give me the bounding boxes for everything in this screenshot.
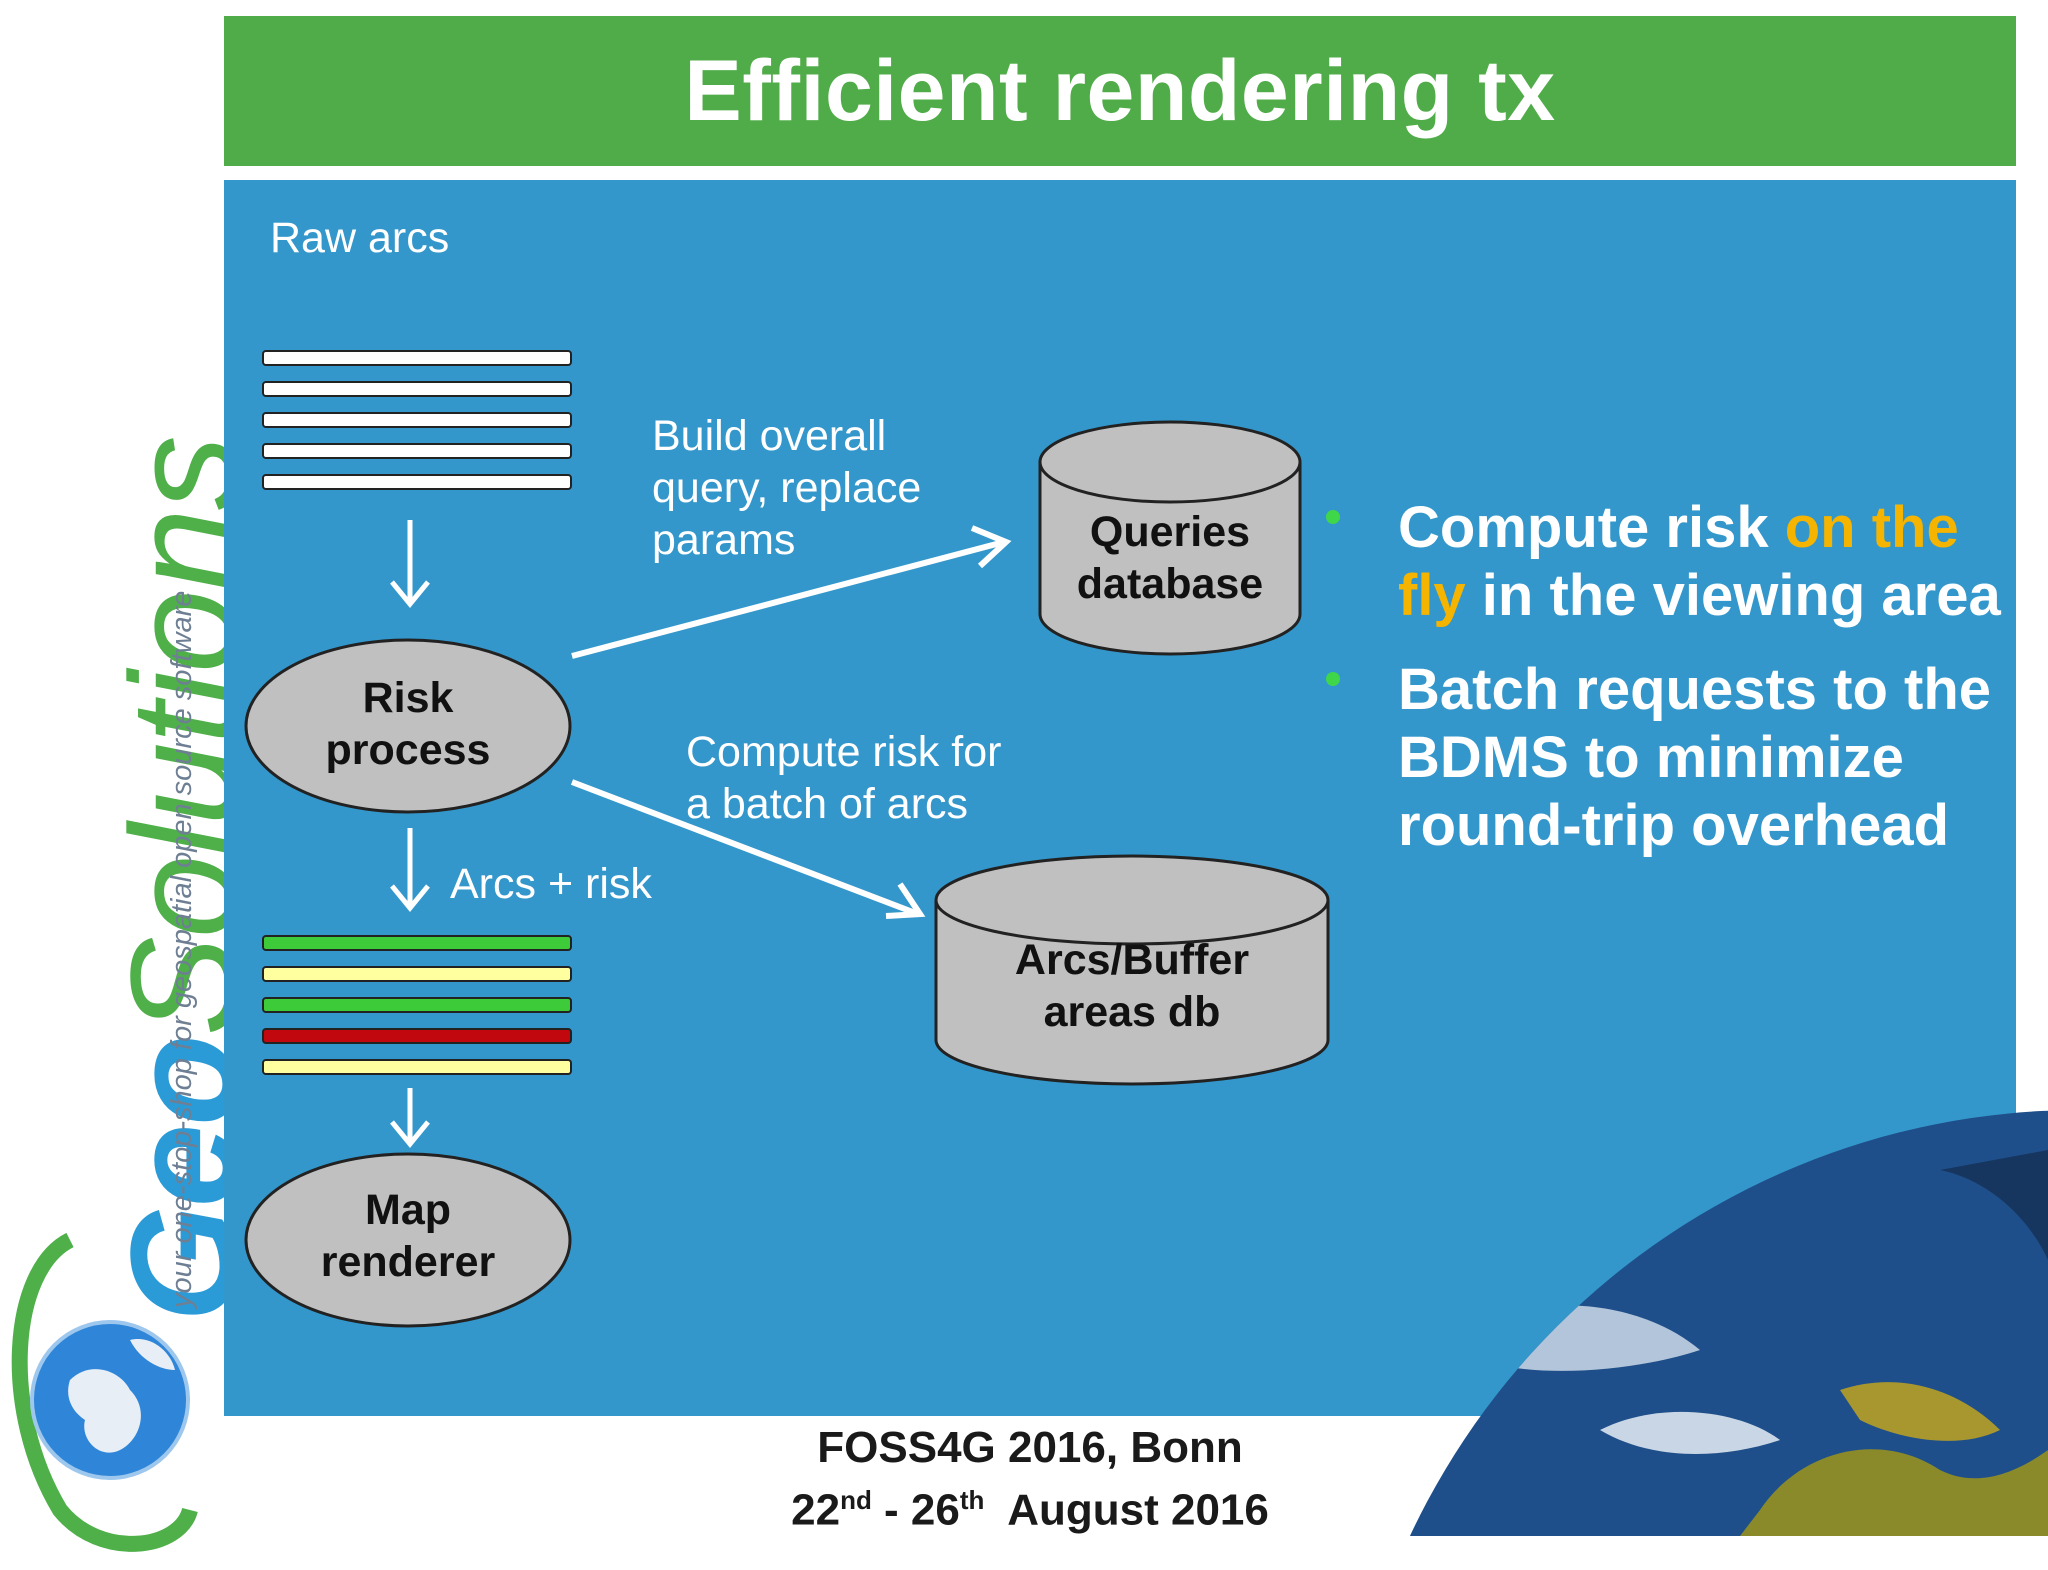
bullet-dot — [1326, 510, 1340, 524]
queries-db-line-1: Queries — [1089, 508, 1251, 556]
earth-corner-image — [1340, 1110, 2048, 1536]
arcs-db-line-2: areas db — [1043, 988, 1221, 1036]
footer-date-start-suffix: nd — [840, 1485, 872, 1515]
compute-batch-line-1: Compute risk for — [686, 728, 1002, 776]
footer-date-end: - 26 — [871, 1485, 960, 1535]
arrow-risk-to-arcsdb — [570, 779, 926, 919]
arcs-db-label: Arcs/Buffer areas db — [936, 934, 1328, 1038]
bullet-item: Batch requests to the BDMS to minimize r… — [1326, 656, 2026, 860]
raw-arc-line — [262, 443, 572, 459]
raw-arcs-stack — [262, 350, 572, 490]
arcs-risk-label: Arcs + risk — [450, 860, 652, 908]
raw-arc-line — [262, 412, 572, 428]
build-query-line-3: params — [652, 516, 796, 564]
arrow-arcs-to-renderer — [390, 1088, 430, 1148]
map-renderer-node — [244, 1152, 572, 1328]
bullet-list: Compute risk on the fly in the viewing a… — [1326, 494, 2026, 886]
arrow-risk-to-arcs — [390, 828, 430, 912]
queries-database-node — [1038, 420, 1302, 656]
arrow-risk-to-queries — [571, 525, 1012, 659]
raw-arc-line — [262, 474, 572, 490]
diagram-canvas — [244, 350, 1330, 1328]
bullet-1-part-1: Compute risk — [1398, 495, 1785, 560]
risk-process-node — [244, 638, 572, 814]
risk-arc-line — [262, 966, 572, 982]
risk-arc-line — [262, 1028, 572, 1044]
map-renderer-label: Map renderer — [248, 1184, 568, 1288]
arcs-db-line-1: Arcs/Buffer — [1014, 936, 1250, 984]
raw-arc-line — [262, 381, 572, 397]
raw-arc-line — [262, 350, 572, 366]
arrow-raw-to-risk — [390, 520, 430, 608]
footer-date-end-suffix: th — [959, 1485, 985, 1515]
queries-db-line-2: database — [1076, 560, 1264, 608]
risk-process-line-1: Risk — [362, 674, 454, 722]
footer: FOSS4G 2016, Bonn 22nd - 26th August 201… — [720, 1422, 1340, 1537]
footer-month-year: August 2016 — [984, 1485, 1269, 1535]
raw-arcs-label: Raw arcs — [270, 214, 450, 262]
build-query-label: Build overall query, replace params — [652, 410, 921, 566]
bullet-dot — [1326, 672, 1340, 686]
risk-arc-line — [262, 935, 572, 951]
title-bar: Efficient rendering tx — [224, 16, 2016, 166]
bullet-1-text: Compute risk on the fly in the viewing a… — [1398, 494, 2026, 630]
footer-date-start: 22 — [791, 1485, 841, 1535]
bullet-item: Compute risk on the fly in the viewing a… — [1326, 494, 2026, 630]
build-query-line-1: Build overall — [652, 412, 887, 460]
map-renderer-line-2: renderer — [320, 1238, 496, 1286]
risk-process-line-2: process — [325, 726, 491, 774]
bullet-2-text: Batch requests to the BDMS to minimize r… — [1398, 657, 1991, 858]
map-renderer-line-1: Map — [365, 1186, 451, 1234]
compute-batch-label: Compute risk for a batch of arcs — [686, 726, 1001, 830]
queries-db-label: Queries database — [1040, 506, 1300, 610]
risk-arc-line — [262, 997, 572, 1013]
arcs-buffer-db-node — [934, 854, 1330, 1086]
geosolutions-logo: GeoSolutions your one-stop-shop for geos… — [0, 150, 267, 1552]
compute-batch-line-2: a batch of arcs — [686, 780, 969, 828]
risk-arc-line — [262, 1059, 572, 1075]
bullet-1-part-2: in the viewing area — [1465, 563, 2001, 628]
risk-arcs-stack — [262, 935, 572, 1075]
footer-line-2: 22nd - 26th August 2016 — [720, 1474, 1340, 1537]
globe-icon — [11, 1232, 198, 1552]
slide-title: Efficient rendering tx — [684, 42, 1556, 139]
bullet-1-highlight: on the fly — [1398, 495, 1959, 628]
build-query-line-2: query, replace — [652, 464, 922, 512]
footer-line-1: FOSS4G 2016, Bonn — [817, 1423, 1243, 1472]
risk-process-label: Risk process — [248, 672, 568, 776]
